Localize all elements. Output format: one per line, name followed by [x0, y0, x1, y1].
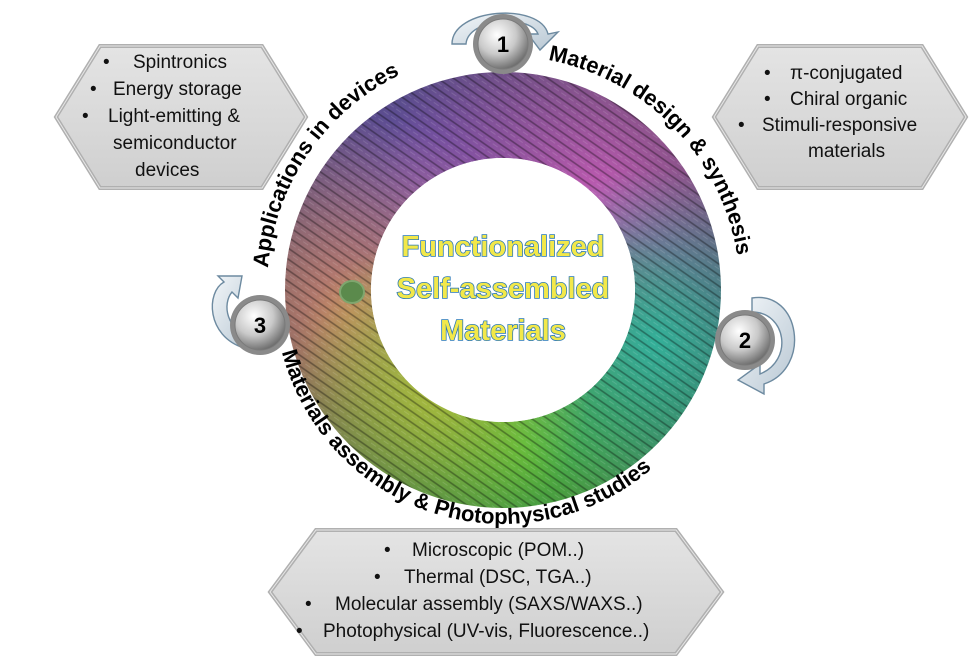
texture-spot — [340, 281, 364, 303]
step-3-badge: 3 — [230, 295, 290, 355]
studies-item-2: Thermal (DSC, TGA..) — [404, 567, 592, 588]
design-item-1: π-conjugated — [790, 63, 902, 84]
devices-box: • Spintronics • Energy storage • Light-e… — [56, 46, 306, 188]
center-line-1: Functionalized — [402, 231, 605, 263]
step-1-number: 1 — [497, 32, 509, 57]
devices-item-2: Energy storage — [113, 79, 242, 100]
design-bullet-1: • — [764, 63, 771, 84]
step-1-badge: 1 — [473, 14, 533, 74]
devices-item-4: semiconductor — [113, 133, 237, 154]
devices-item-3: Light-emitting & — [108, 106, 240, 127]
studies-item-4: Photophysical (UV-vis, Fluorescence..) — [323, 621, 649, 642]
devices-item-1: Spintronics — [133, 52, 227, 73]
step-2-number: 2 — [739, 328, 751, 353]
devices-bullet-2: • — [90, 79, 97, 100]
studies-item-1: Microscopic (POM..) — [412, 540, 584, 561]
devices-bullet-3: • — [82, 106, 89, 127]
center-line-2: Self-assembled — [397, 273, 610, 305]
devices-item-5: devices — [135, 160, 199, 181]
design-box: • π-conjugated • Chiral organic • Stimul… — [714, 46, 966, 188]
design-bullet-3: • — [738, 115, 745, 136]
studies-bullet-4: • — [296, 621, 303, 642]
devices-bullet-1: • — [103, 52, 110, 73]
studies-bullet-1: • — [384, 540, 391, 561]
step-3-number: 3 — [254, 313, 266, 338]
center-line-3: Materials — [440, 315, 566, 347]
studies-box: • Microscopic (POM..) • Thermal (DSC, TG… — [270, 530, 722, 654]
studies-bullet-2: • — [374, 567, 381, 588]
design-item-2: Chiral organic — [790, 89, 907, 110]
studies-bullet-3: • — [305, 594, 312, 615]
studies-item-3: Molecular assembly (SAXS/WAXS..) — [335, 594, 643, 615]
design-bullet-2: • — [764, 89, 771, 110]
step-2-badge: 2 — [715, 310, 775, 370]
design-item-3: Stimuli-responsive — [762, 115, 917, 136]
design-item-4: materials — [808, 141, 885, 162]
